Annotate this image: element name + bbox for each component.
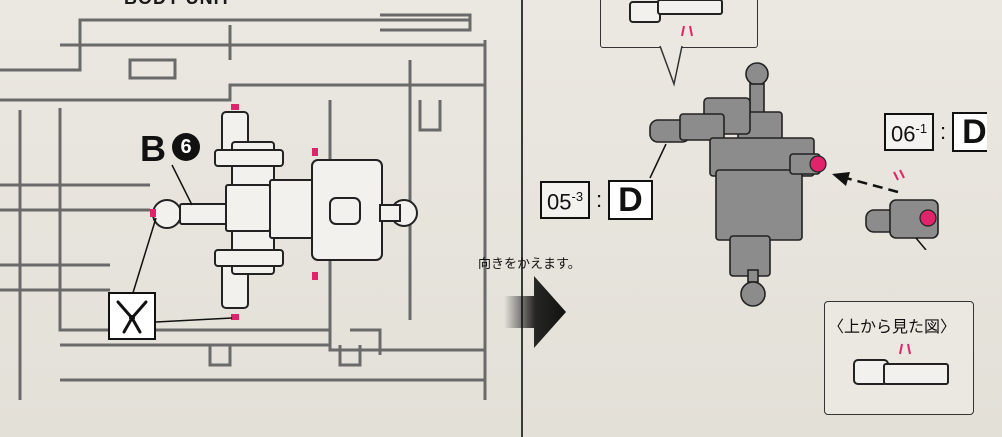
part-code: 05-3 xyxy=(540,181,591,219)
part-code: 06-1 xyxy=(884,113,935,151)
assembled-part xyxy=(649,62,827,307)
section-title: BODY UNIT xyxy=(124,0,232,9)
panel-divider xyxy=(521,0,523,437)
insert-arrow-icon xyxy=(832,169,905,194)
peg-part xyxy=(865,199,939,250)
callout-detail xyxy=(629,0,723,87)
runner-letter: D xyxy=(608,180,653,220)
top-view-diagram xyxy=(853,343,949,385)
runner-diagram xyxy=(0,13,487,400)
runner-letter: D xyxy=(952,112,987,152)
part-number-badge: 6 xyxy=(172,133,200,161)
nipper-icon xyxy=(108,292,156,340)
instruction-caption: 向きをかえます。 xyxy=(478,256,581,271)
direction-arrow-icon xyxy=(504,276,566,348)
top-view-box xyxy=(824,301,974,415)
part-ref-06-1: 06-1 : D xyxy=(884,112,987,152)
part-ref-05-3: 05-3 : D xyxy=(540,180,653,220)
runner-label: B xyxy=(140,128,167,169)
top-view-caption: 〈上から見た図〉 xyxy=(828,319,957,336)
